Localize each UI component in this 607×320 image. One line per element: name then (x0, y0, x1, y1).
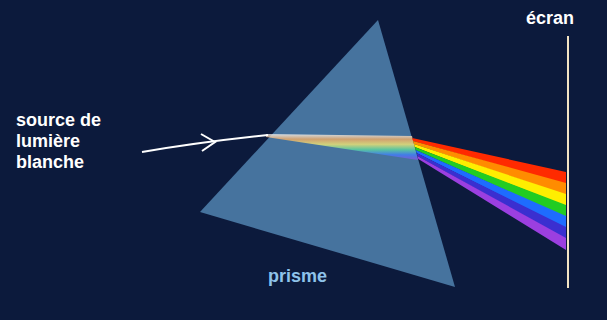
screen-line (567, 36, 569, 288)
light-ray (142, 135, 268, 152)
source-label: source de lumière blanche (16, 110, 136, 173)
prism-label: prisme (268, 266, 378, 287)
ray-arrowhead (201, 134, 215, 151)
spectrum-rays (412, 138, 566, 250)
screen-label: écran (526, 8, 602, 29)
inner-beam (266, 134, 418, 160)
